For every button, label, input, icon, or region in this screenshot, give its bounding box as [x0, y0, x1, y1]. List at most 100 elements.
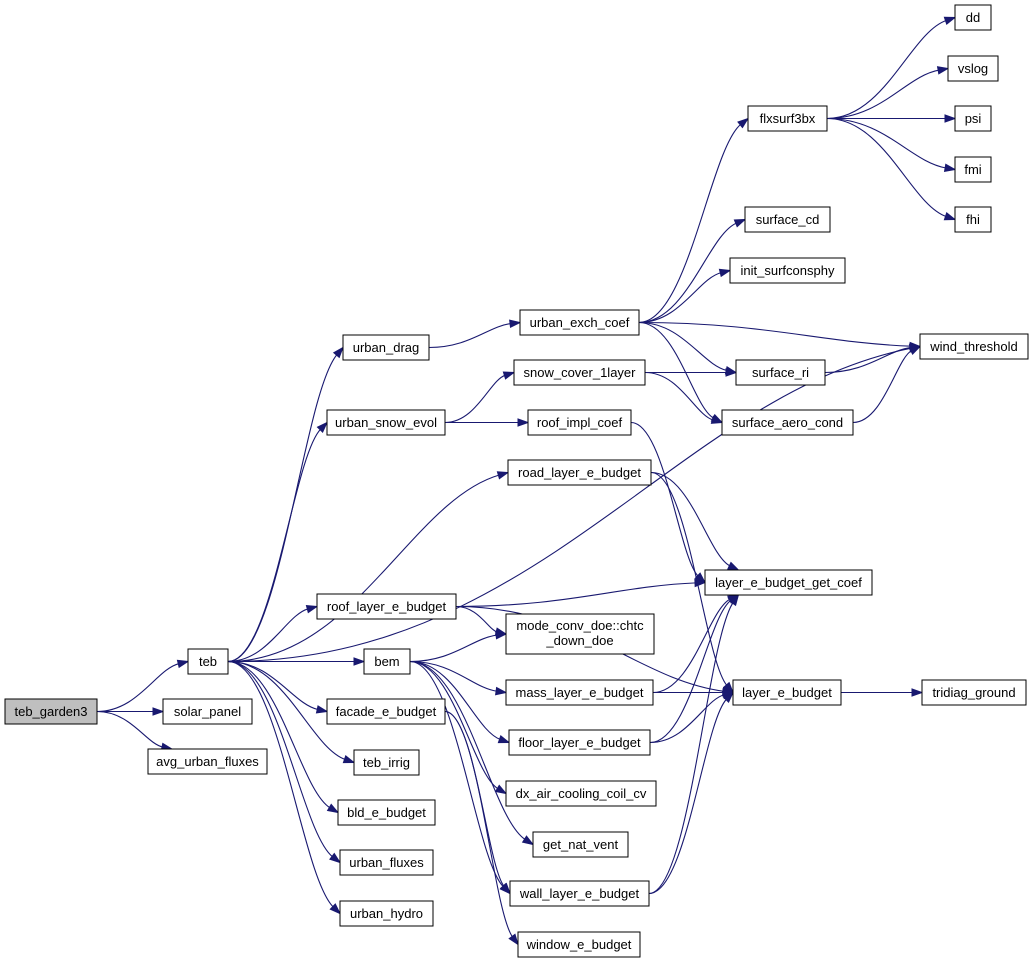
node-init_surfconsphy[interactable]: init_surfconsphy	[729, 257, 846, 284]
node-label: teb_garden3	[14, 704, 87, 719]
node-box	[947, 55, 999, 82]
node-teb[interactable]: teb	[187, 648, 229, 675]
edge-urban_exch_coef-to-surface_cd	[638, 218, 747, 324]
edge-surface_aero_cond-to-wind_threshold	[852, 345, 922, 424]
edge-urban_exch_coef-to-flxsurf3bx	[638, 117, 750, 324]
node-box	[342, 334, 430, 361]
edge-line	[826, 69, 940, 120]
arrowhead	[316, 421, 329, 434]
arrowhead	[517, 418, 530, 427]
node-wall_layer_e_budget[interactable]: wall_layer_e_budget	[509, 880, 650, 907]
node-surface_ri[interactable]: surface_ri	[735, 359, 826, 386]
node-urban_snow_evol[interactable]: urban_snow_evol	[326, 409, 446, 436]
node-vslog[interactable]: vslog	[947, 55, 999, 82]
node-mass_layer_e_budget[interactable]: mass_layer_e_budget	[505, 679, 654, 706]
edge-facade_e_budget-to-window_e_budget	[444, 710, 519, 946]
node-urban_hydro[interactable]: urban_hydro	[339, 900, 434, 927]
node-label: teb	[199, 654, 217, 669]
edge-roof_layer_e_budget-to-layer_e_budget_get_coef	[455, 578, 707, 608]
node-box	[505, 780, 657, 807]
node-facade_e_budget[interactable]: facade_e_budget	[326, 698, 446, 725]
node-label: surface_cd	[756, 212, 820, 227]
node-roof_layer_e_budget[interactable]: roof_layer_e_budget	[316, 593, 457, 620]
node-box	[316, 593, 457, 620]
node-layer_e_budget_get_coef[interactable]: layer_e_budget_get_coef	[704, 569, 873, 596]
node-label: facade_e_budget	[336, 704, 437, 719]
node-floor_layer_e_budget[interactable]: floor_layer_e_budget	[508, 729, 651, 756]
arrowhead	[718, 268, 732, 278]
node-label: urban_snow_evol	[335, 415, 437, 430]
node-layer_e_budget[interactable]: layer_e_budget	[732, 679, 842, 706]
arrowhead	[305, 605, 319, 614]
node-window_e_budget[interactable]: window_e_budget	[517, 931, 641, 958]
edge-line	[409, 660, 501, 741]
node-bld_e_budget[interactable]: bld_e_budget	[337, 799, 436, 826]
node-fmi[interactable]: fmi	[954, 156, 992, 183]
edge-teb-to-road_layer_e_budget	[227, 471, 510, 663]
arrowhead	[342, 755, 356, 764]
edge-line	[824, 347, 912, 374]
node-box	[704, 569, 873, 596]
arrowhead	[329, 903, 342, 915]
edge-urban_drag-to-urban_exch_coef	[428, 319, 522, 349]
node-tridiag_ground[interactable]: tridiag_ground	[921, 679, 1027, 706]
node-bem[interactable]: bem	[363, 648, 411, 675]
node-label: solar_panel	[174, 704, 241, 719]
node-solar_panel[interactable]: solar_panel	[162, 698, 253, 725]
node-layer: teb_garden3 teb solar_panel avg_urban_fluxe…	[4, 4, 1029, 958]
edge-layer_e_budget-to-tridiag_ground	[840, 688, 924, 697]
edge-line	[227, 660, 346, 761]
node-get_nat_vent[interactable]: get_nat_vent	[532, 831, 629, 858]
arrowhead	[329, 852, 342, 864]
edge-line	[444, 374, 506, 424]
node-road_layer_e_budget[interactable]: road_layer_e_budget	[507, 459, 652, 486]
node-box	[339, 900, 434, 927]
arrowhead	[497, 734, 511, 744]
node-avg_urban_fluxes[interactable]: avg_urban_fluxes	[147, 748, 268, 775]
node-box	[519, 309, 640, 336]
node-dx_air_cooling_coil_cv[interactable]: dx_air_cooling_coil_cv	[505, 780, 657, 807]
edge-line	[409, 660, 498, 692]
node-dd[interactable]: dd	[954, 4, 992, 31]
node-urban_fluxes[interactable]: urban_fluxes	[339, 849, 434, 876]
arrowhead	[332, 346, 344, 359]
node-snow_cover_1layer[interactable]: snow_cover_1layer	[513, 359, 646, 386]
arrowhead	[694, 578, 707, 588]
arrowhead	[694, 572, 707, 584]
node-surface_cd[interactable]: surface_cd	[744, 206, 831, 233]
node-wind_threshold[interactable]: wind_threshold	[919, 333, 1029, 360]
node-urban_drag[interactable]: urban_drag	[342, 334, 430, 361]
node-fhi[interactable]: fhi	[954, 206, 992, 233]
node-label: wind_threshold	[929, 339, 1017, 354]
edge-bem-to-mode_conv_doe_chtc	[409, 631, 508, 663]
node-label: surface_aero_cond	[732, 415, 843, 430]
edge-line	[826, 117, 947, 169]
node-box	[337, 799, 436, 826]
edge-urban_exch_coef-to-surface_ri	[638, 321, 738, 375]
edge-bem-to-mass_layer_e_budget	[409, 660, 508, 696]
arrowhead	[315, 705, 329, 714]
node-box	[162, 698, 253, 725]
node-label: vslog	[958, 61, 988, 76]
arrowhead	[936, 66, 950, 75]
edge-line	[455, 605, 498, 633]
node-box	[954, 156, 992, 183]
arrowhead	[727, 561, 740, 571]
node-teb_garden3[interactable]: teb_garden3	[4, 698, 98, 725]
edge-line	[826, 19, 947, 120]
edge-bem-to-floor_layer_e_budget	[409, 660, 511, 744]
node-teb_irrig[interactable]: teb_irrig	[353, 749, 420, 776]
node-psi[interactable]: psi	[954, 105, 992, 132]
edge-line	[409, 660, 499, 790]
node-urban_exch_coef[interactable]: urban_exch_coef	[519, 309, 640, 336]
node-box	[147, 748, 268, 775]
node-flxsurf3bx[interactable]: flxsurf3bx	[747, 105, 828, 132]
edge-urban_snow_evol-to-snow_cover_1layer	[444, 371, 516, 424]
node-label: layer_e_budget	[742, 685, 832, 700]
node-roof_impl_coef[interactable]: roof_impl_coef	[527, 409, 632, 436]
node-surface_aero_cond[interactable]: surface_aero_cond	[721, 409, 854, 436]
edge-line	[227, 660, 334, 858]
node-label: wall_layer_e_budget	[519, 886, 640, 901]
node-mode_conv_doe_chtc[interactable]: mode_conv_doe::chtc_down_doe	[505, 613, 655, 655]
